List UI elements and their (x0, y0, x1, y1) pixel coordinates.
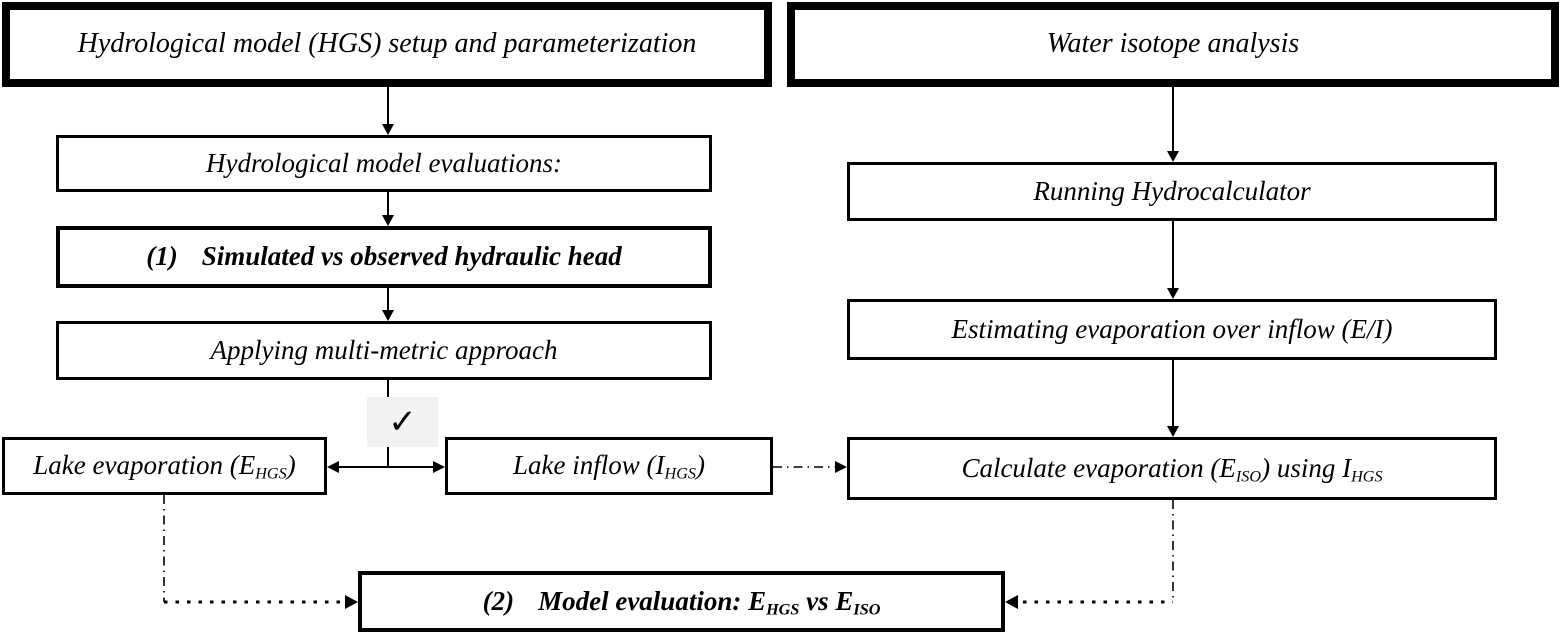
calculate-evaporation-subscript2: HGS (1351, 467, 1383, 486)
node-lake-evaporation: Lake evaporation (EHGS) (2, 437, 327, 495)
model-evaluation-text2: vs E (799, 585, 854, 616)
node-running-hydrocalculator-label: Running Hydrocalculator (1033, 175, 1311, 206)
node-multi-metric-label: Applying multi-metric approach (210, 334, 558, 365)
lake-inflow-text: Lake inflow (I (513, 450, 665, 481)
arrow-isotope-to-hydrocalculator (1167, 87, 1179, 162)
node-hgs-setup-label: Hydrological model (HGS) setup and param… (77, 28, 697, 60)
step-number-1: (1) (146, 241, 178, 272)
lake-evaporation-subscript: HGS (255, 464, 287, 483)
lake-inflow-subscript: HGS (664, 464, 696, 483)
arrow-hydrocalculator-to-ei (1167, 221, 1179, 299)
arrow-split-evaporation-inflow (327, 461, 445, 473)
model-evaluation-text1: Model evaluation: E (538, 585, 767, 616)
node-simulated-vs-observed-label: (1) Simulated vs observed hydraulic head (146, 241, 622, 272)
node-calculate-evaporation: Calculate evaporation (EISO) using IHGS (847, 437, 1497, 500)
calculate-evaporation-text1: Calculate evaporation (E (961, 452, 1236, 483)
model-evaluation-subscript2: ISO (853, 600, 881, 619)
check-square: ✓ (367, 397, 438, 447)
node-model-evaluations-label: Hydrological model evaluations: (206, 147, 562, 178)
arrow-calculate-to-model-evaluation (1005, 500, 1174, 609)
node-calculate-evaporation-label: Calculate evaporation (EISO) using IHGS (961, 452, 1383, 486)
node-estimating-ei-label: Estimating evaporation over inflow (E/I) (951, 313, 1393, 344)
node-estimating-ei: Estimating evaporation over inflow (E/I) (847, 299, 1497, 360)
model-evaluation-subscript1: HGS (766, 600, 800, 619)
node-hgs-setup: Hydrological model (HGS) setup and param… (2, 2, 772, 87)
lake-evaporation-text: Lake evaporation (E (33, 450, 256, 481)
calculate-evaporation-subscript1: ISO (1235, 467, 1262, 486)
node-lake-inflow-label: Lake inflow (IHGS) (513, 450, 705, 483)
node-model-evaluation: (2) Model evaluation: EHGS vs EISO (358, 571, 1005, 632)
arrow-inflow-to-calculate (773, 461, 847, 473)
check-icon: ✓ (388, 404, 417, 441)
node-water-isotope-analysis: Water isotope analysis (787, 2, 1559, 87)
lake-evaporation-close: ) (286, 450, 296, 481)
node-model-evaluations: Hydrological model evaluations: (56, 135, 712, 192)
node-simulated-vs-observed: (1) Simulated vs observed hydraulic head (56, 226, 712, 288)
arrow-hydraulic-head-to-multi-metric (382, 288, 394, 321)
node-lake-inflow: Lake inflow (IHGS) (445, 437, 773, 495)
step-number-2: (2) (482, 585, 515, 616)
step-1-text: Simulated vs observed hydraulic head (201, 241, 622, 272)
arrow-setup-to-evaluations (382, 87, 394, 135)
node-model-evaluation-label: (2) Model evaluation: EHGS vs EISO (482, 585, 881, 619)
node-lake-evaporation-label: Lake evaporation (EHGS) (33, 450, 296, 483)
arrow-evaluations-to-hydraulic-head (382, 192, 394, 226)
arrow-evaporation-to-model-evaluation (163, 495, 358, 609)
node-running-hydrocalculator: Running Hydrocalculator (847, 162, 1497, 221)
node-water-isotope-analysis-label: Water isotope analysis (1046, 28, 1300, 60)
node-multi-metric: Applying multi-metric approach (56, 321, 712, 380)
calculate-evaporation-text2: ) using I (1261, 452, 1352, 483)
arrow-ei-to-calculate (1167, 360, 1179, 437)
lake-inflow-close: ) (695, 450, 705, 481)
